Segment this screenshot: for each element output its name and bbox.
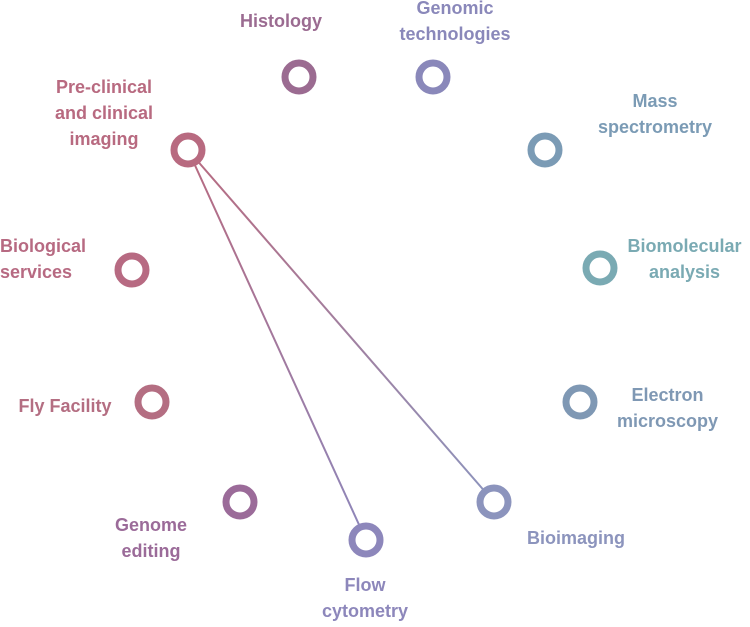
node-fly-label: Fly Facility (18, 396, 112, 416)
node-mass-label: Mass spectrometry (597, 91, 713, 137)
node-biomolecular-label: Biomolecular analysis (627, 236, 742, 282)
node-preclinical-marker[interactable] (170, 132, 206, 168)
connection-preclinical-to-flow (187, 149, 367, 541)
node-flow-label: Flow cytometry (321, 575, 409, 621)
connections-layer (187, 149, 495, 541)
node-bioservices-label: Biological services (0, 236, 87, 282)
node-biomolecular-marker[interactable] (582, 250, 618, 286)
node-flow-marker[interactable] (348, 522, 384, 558)
connection-preclinical-to-bioimaging (187, 149, 495, 503)
node-genome-label: Genome editing (114, 515, 188, 561)
node-bioservices-marker[interactable] (114, 252, 150, 288)
node-genomic-marker[interactable] (415, 59, 451, 95)
node-preclinical-label: Pre-clinical and clinical imaging (54, 77, 154, 149)
node-genomic-label: Genomic technologies (399, 0, 511, 44)
node-mass-marker[interactable] (527, 132, 563, 168)
node-genome-marker[interactable] (222, 484, 258, 520)
nodes-layer (114, 59, 618, 558)
node-electron-marker[interactable] (562, 384, 598, 420)
node-electron-label: Electron microscopy (616, 385, 719, 431)
node-histology-marker[interactable] (281, 59, 317, 95)
node-bioimaging-label: Bioimaging (527, 528, 625, 548)
node-histology-label: Histology (240, 11, 323, 31)
node-fly-marker[interactable] (134, 384, 170, 420)
node-bioimaging-marker[interactable] (476, 484, 512, 520)
